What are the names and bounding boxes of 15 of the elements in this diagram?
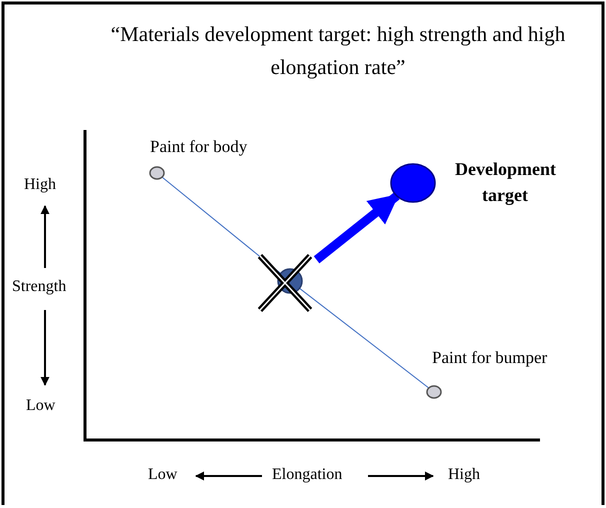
thick-arrow (314, 192, 400, 264)
connecting-line (299, 288, 430, 388)
point-label: Paint for bumper (432, 348, 548, 368)
data-point-circle (149, 166, 165, 180)
axis-label: Low (26, 397, 56, 415)
axis-label: High (448, 466, 480, 484)
axis-title: Elongation (272, 466, 342, 484)
point-label: Development target (455, 158, 555, 207)
point-label: Paint for body (150, 137, 248, 157)
axis-title: Strength (12, 278, 66, 296)
title: “Materials development target: high strength and high elongation rate” (110, 21, 566, 81)
axis-label: High (24, 176, 56, 194)
data-point-circle (390, 163, 436, 203)
data-point-circle (426, 385, 442, 399)
axis-label: Low (148, 466, 178, 484)
